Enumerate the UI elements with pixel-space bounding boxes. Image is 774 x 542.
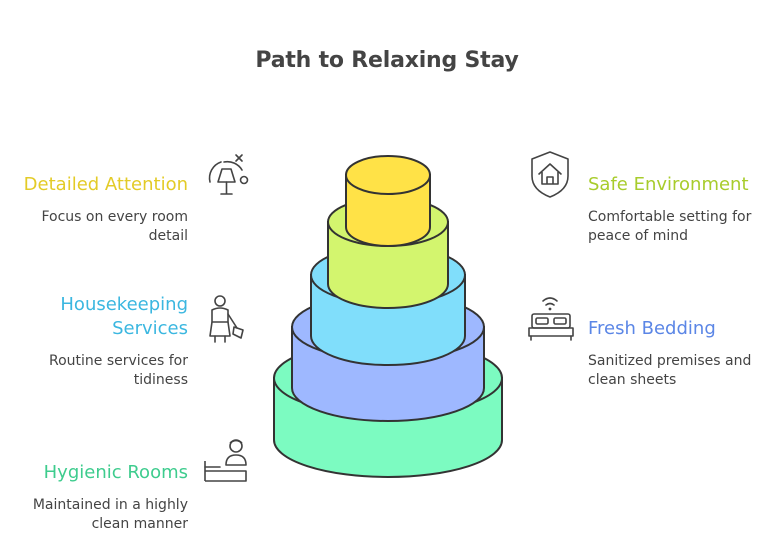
- housekeeping-title-line1: Housekeeping: [60, 294, 188, 315]
- safe-environment-desc-line2: peace of mind: [588, 228, 689, 244]
- hygienic-rooms-title: Hygienic Rooms: [43, 462, 188, 483]
- fresh-bedding-desc-line2: clean sheets: [588, 372, 677, 388]
- fresh-bedding-desc: Sanitized premises and clean sheets: [588, 352, 768, 390]
- detailed-attention-desc-line1: Focus on every room: [41, 209, 188, 225]
- lamp-icon: [208, 154, 249, 195]
- housekeeping-desc: Routine services for tidiness: [0, 352, 188, 390]
- housekeeping-desc-line1: Routine services for: [49, 353, 188, 369]
- housekeeping-title-line2: Services: [112, 318, 188, 339]
- safe-environment-desc: Comfortable setting for peace of mind: [588, 208, 768, 246]
- fresh-bedding-title: Fresh Bedding: [588, 318, 716, 339]
- hygienic-rooms-desc: Maintained in a highly clean manner: [0, 496, 188, 534]
- fresh-bedding-desc-line1: Sanitized premises and: [588, 353, 752, 369]
- housekeeping-title: Housekeeping Services: [0, 293, 188, 341]
- tier-detailed-attention: [345, 155, 431, 247]
- page-title: Path to Relaxing Stay: [255, 48, 519, 73]
- bed-wifi-icon: [528, 297, 574, 341]
- home-shield-icon: [531, 151, 569, 198]
- detailed-attention-title: Detailed Attention: [23, 174, 188, 195]
- detailed-attention-desc: Focus on every room detail: [0, 208, 188, 246]
- safe-environment-title: Safe Environment: [588, 174, 749, 195]
- safe-environment-desc-line1: Comfortable setting for: [588, 209, 752, 225]
- hygienic-rooms-desc-line2: clean manner: [91, 516, 188, 532]
- hygienic-rooms-desc-line1: Maintained in a highly: [32, 497, 188, 513]
- housekeeping-desc-line2: tidiness: [133, 372, 188, 388]
- detailed-attention-desc-line2: detail: [148, 228, 188, 244]
- bed-person-icon: [204, 439, 247, 482]
- cleaner-icon: [209, 295, 244, 343]
